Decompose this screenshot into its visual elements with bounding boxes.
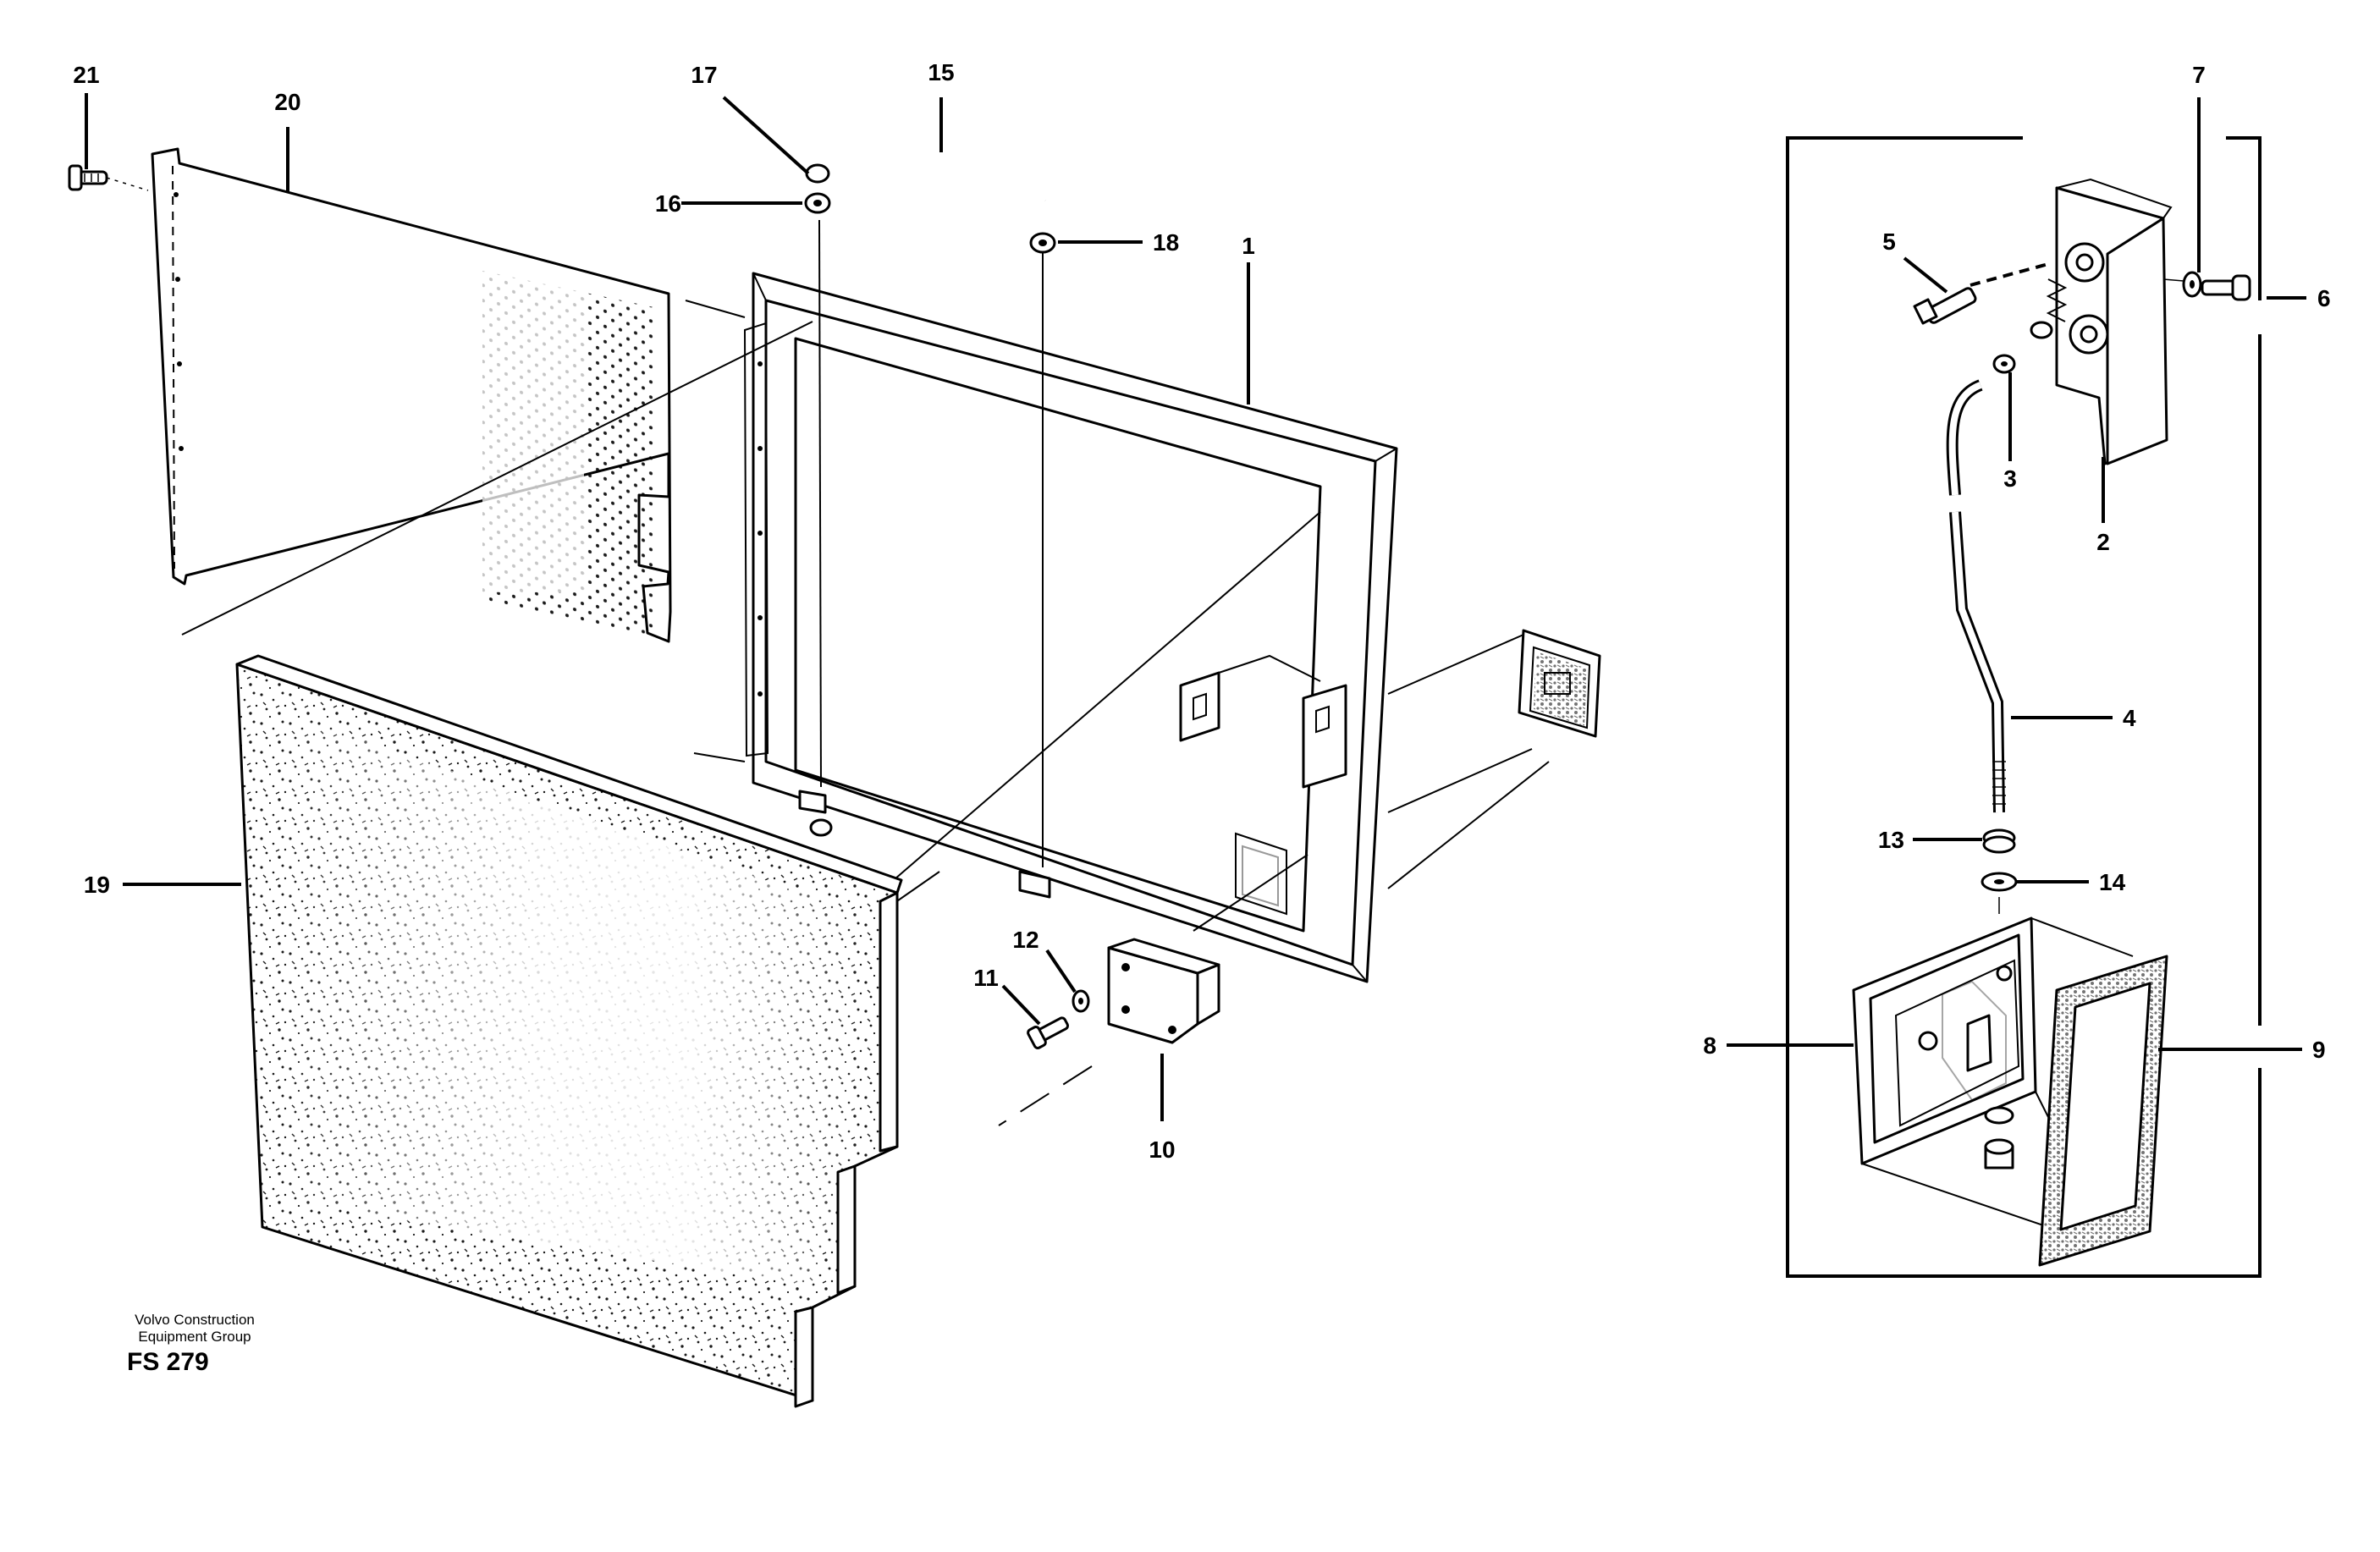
callout-17: 17 (691, 62, 717, 88)
callout-5: 5 (1882, 228, 1896, 255)
callout-7: 7 (2192, 62, 2206, 88)
callout-2: 2 (2096, 529, 2110, 555)
screw-11-washer-12-drawing (1027, 989, 1090, 1049)
gasket-9-drawing (2038, 955, 2168, 1267)
screw-21-drawing (68, 164, 149, 191)
insulation-board-19-drawing (235, 654, 903, 1408)
callout-19: 19 (84, 872, 110, 898)
credit-line-1: Volvo Construction (135, 1312, 255, 1328)
assembly-lines (181, 300, 1550, 1126)
screw-6-washer-7-drawing (2162, 271, 2251, 301)
callout-15: 15 (928, 59, 954, 85)
diagram-code: FS 279 (127, 1348, 209, 1376)
callout-4: 4 (2123, 705, 2136, 731)
callout-1: 1 (1242, 233, 1255, 259)
callout-9: 9 (2312, 1037, 2326, 1063)
callout-6: 6 (2317, 285, 2331, 311)
callout-18: 18 (1153, 229, 1179, 256)
nut-13-washer-14-drawing (1981, 828, 2018, 914)
callout-13: 13 (1878, 827, 1904, 853)
callout-16: 16 (655, 190, 681, 217)
callout-21: 21 (73, 62, 99, 88)
screw-5-drawing (1913, 262, 2049, 325)
rod-15-drawing (815, 134, 1047, 867)
callout-12: 12 (1012, 927, 1038, 953)
callout-3: 3 (2003, 465, 2017, 492)
perforated-panel-20-drawing (151, 147, 672, 643)
publisher-credit: Volvo Construction Equipment Group FS 27… (110, 1312, 279, 1378)
hinge-plate-2-drawing (2030, 178, 2173, 465)
callout-10: 10 (1149, 1136, 1175, 1163)
bracket-10-drawing (1107, 938, 1220, 1044)
callout-14: 14 (2099, 869, 2126, 895)
credit-line-2: Equipment Group (138, 1329, 251, 1345)
frame-1-drawing (743, 272, 1398, 983)
detail-box-frame (1786, 136, 2262, 1278)
callout-20: 20 (274, 89, 300, 115)
callout-11: 11 (973, 965, 999, 991)
latch-housing-8-drawing (1852, 916, 2134, 1228)
latch-housing-left-drawing (1518, 629, 1601, 738)
rod-4-clip-3-drawing (1946, 354, 2016, 813)
callout-labels: 21 20 17 15 16 18 1 19 12 11 10 7 6 5 3 … (73, 59, 2330, 1163)
callout-8: 8 (1703, 1032, 1716, 1059)
leader-lines (85, 93, 2306, 1121)
